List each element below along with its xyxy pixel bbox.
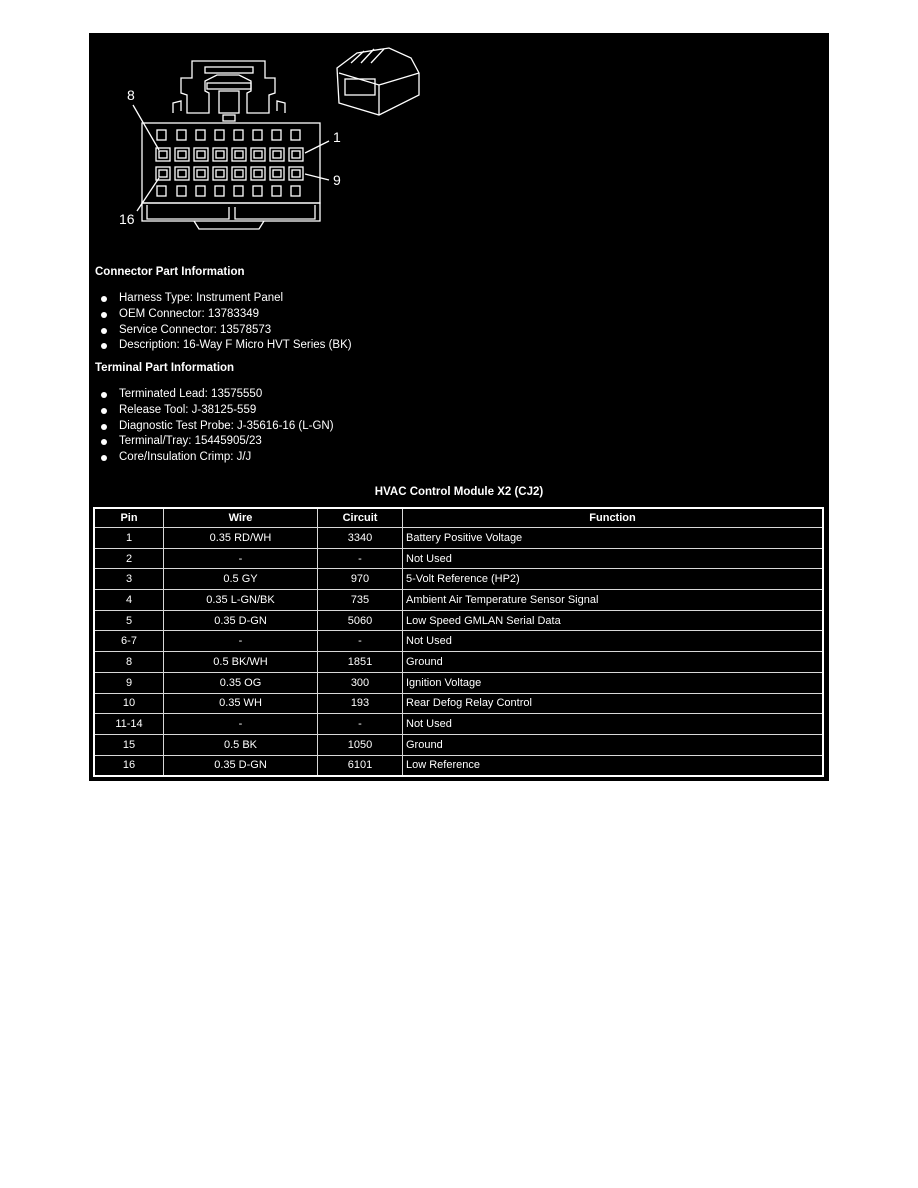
cell-function: Not Used — [402, 713, 824, 735]
cell-wire: 0.5 BK/WH — [163, 651, 318, 673]
pin-label-1: 1 — [333, 129, 341, 145]
cell-pin: 10 — [93, 692, 164, 715]
cell-wire: 0.35 D-GN — [163, 609, 318, 632]
connector-face-diagram — [132, 47, 420, 230]
cell-wire: 0.35 OG — [163, 671, 318, 694]
cell-pin: 3 — [93, 568, 164, 591]
cell-pin: 6-7 — [93, 630, 164, 653]
pin-label-16: 16 — [119, 211, 135, 227]
pin-label-9: 9 — [333, 172, 341, 188]
list-item: Description: 16-Way F Micro HVT Series (… — [99, 338, 352, 354]
cell-function: Rear Defog Relay Control — [402, 692, 824, 715]
cell-pin: 15 — [93, 733, 164, 756]
bullet-icon — [101, 455, 107, 462]
cell-function: Not Used — [402, 547, 824, 570]
terminal-info-heading: Terminal Part Information — [95, 362, 235, 374]
table-row: 11-14--Not Used — [93, 713, 824, 735]
cell-function: Not Used — [402, 630, 824, 653]
list-item: Service Connector: 13578573 — [99, 323, 352, 339]
bullet-icon — [101, 311, 107, 318]
cell-function: Low Reference — [402, 754, 824, 777]
connector-info-heading: Connector Part Information — [95, 266, 245, 278]
cell-wire: - — [163, 547, 318, 570]
bullet-icon — [101, 296, 107, 302]
bullet-icon — [101, 327, 107, 334]
cell-circuit: 6101 — [317, 754, 403, 777]
cell-pin: 2 — [93, 547, 164, 570]
header-pin: Pin — [93, 507, 164, 528]
cell-wire: 0.35 WH — [163, 692, 318, 715]
cell-pin: 16 — [93, 754, 164, 777]
list-item: OEM Connector: 13783349 — [99, 307, 352, 323]
cell-wire: 0.35 D-GN — [163, 754, 318, 777]
table-row: 6-7--Not Used — [93, 630, 824, 653]
bullet-icon — [101, 407, 107, 414]
cell-pin: 9 — [93, 671, 164, 694]
cell-pin: 4 — [93, 589, 164, 611]
cell-circuit: 1851 — [317, 651, 403, 673]
cell-circuit: 193 — [317, 692, 403, 715]
cell-circuit: 5060 — [317, 609, 403, 632]
list-item: Core/Insulation Crimp: J/J — [99, 450, 334, 466]
bullet-icon — [101, 392, 107, 398]
cell-circuit: 3340 — [317, 527, 403, 549]
table-header-row: Pin Wire Circuit Function — [93, 507, 824, 528]
cell-wire: 0.5 BK — [163, 733, 318, 756]
cell-pin: 11-14 — [93, 713, 164, 735]
cell-wire: 0.35 RD/WH — [163, 527, 318, 549]
list-item: Diagnostic Test Probe: J-35616-16 (L-GN) — [99, 419, 334, 435]
table-row: 2--Not Used — [93, 547, 824, 570]
cell-pin: 1 — [93, 527, 164, 549]
bullet-icon — [101, 439, 107, 446]
bullet-icon — [101, 423, 107, 430]
cell-circuit: - — [317, 547, 403, 570]
bullet-icon — [101, 343, 107, 350]
cell-circuit: - — [317, 713, 403, 735]
header-circuit: Circuit — [317, 507, 403, 528]
list-item: Release Tool: J-38125-559 — [99, 403, 334, 419]
cell-wire: - — [163, 713, 318, 735]
pin-label-8: 8 — [127, 87, 135, 103]
cell-function: Ambient Air Temperature Sensor Signal — [402, 589, 824, 611]
cell-function: Ground — [402, 733, 824, 756]
cell-pin: 5 — [93, 609, 164, 632]
cell-circuit: 300 — [317, 671, 403, 694]
cell-function: Ignition Voltage — [402, 671, 824, 694]
cell-circuit: 735 — [317, 589, 403, 611]
cell-wire: - — [163, 630, 318, 653]
connector-document-panel: 8 1 9 16 Connector Part Information Harn… — [89, 33, 829, 781]
pin-table-title: HVAC Control Module X2 (CJ2) — [374, 486, 544, 498]
header-wire: Wire — [163, 507, 318, 528]
cell-function: Battery Positive Voltage — [402, 527, 824, 549]
connector-info-list: Harness Type: Instrument Panel OEM Conne… — [99, 291, 352, 354]
cell-pin: 8 — [93, 651, 164, 673]
cell-circuit: 1050 — [317, 733, 403, 756]
list-item: Harness Type: Instrument Panel — [99, 291, 352, 307]
cell-wire: 0.5 GY — [163, 568, 318, 591]
cell-function: Ground — [402, 651, 824, 673]
header-function: Function — [402, 507, 824, 528]
list-item: Terminal/Tray: 15445905/23 — [99, 434, 334, 450]
terminal-info-list: Terminated Lead: 13575550 Release Tool: … — [99, 387, 334, 466]
cell-circuit: - — [317, 630, 403, 653]
cell-function: 5-Volt Reference (HP2) — [402, 568, 824, 591]
cell-wire: 0.35 L-GN/BK — [163, 589, 318, 611]
cell-function: Low Speed GMLAN Serial Data — [402, 609, 824, 632]
cell-circuit: 970 — [317, 568, 403, 591]
list-item: Terminated Lead: 13575550 — [99, 387, 334, 403]
